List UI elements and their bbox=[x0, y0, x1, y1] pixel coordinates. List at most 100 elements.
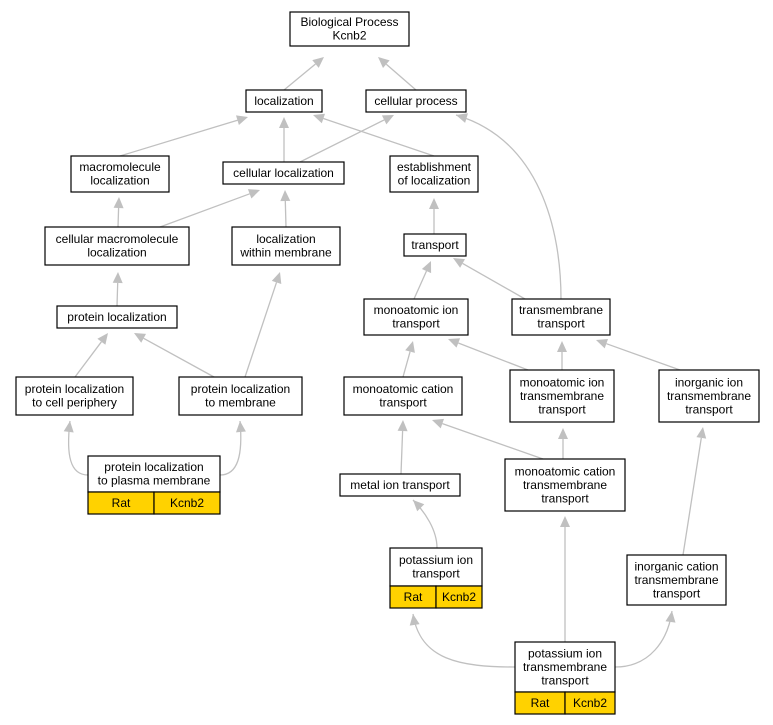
node-label-line: monoatomic ion bbox=[520, 375, 605, 389]
arrowhead bbox=[378, 57, 390, 68]
node-label-line: monoatomic cation bbox=[353, 382, 454, 396]
arrowhead bbox=[596, 339, 608, 349]
node-box bbox=[231, 226, 341, 266]
node-label-line: transport bbox=[537, 317, 585, 331]
edge-inorganic_ion_transmembrane_transport-to-transmembrane_transport bbox=[596, 339, 681, 371]
node-box bbox=[245, 89, 323, 113]
arrowhead bbox=[557, 341, 567, 352]
node-label-line: inorganic cation bbox=[634, 559, 718, 573]
edge-line bbox=[119, 119, 238, 157]
edge-monoatomic_ion_transmembrane_transport-to-transmembrane_transport bbox=[557, 341, 567, 370]
node-box bbox=[70, 155, 170, 193]
arrowhead bbox=[236, 421, 246, 433]
node-cellular-process[interactable]: cellular process bbox=[365, 89, 467, 113]
edge-protein_localization_to_plasma_membrane-to-protein_localization_to_cell_periphery bbox=[63, 420, 89, 476]
node-label-line: inorganic ion bbox=[675, 375, 743, 389]
node-metal-ion-transport[interactable]: metal ion transport bbox=[339, 473, 461, 497]
arrowhead bbox=[97, 333, 108, 345]
node-box bbox=[178, 376, 303, 416]
node-box bbox=[363, 298, 469, 336]
node-label-line: transmembrane bbox=[667, 389, 751, 403]
node-box bbox=[403, 233, 467, 257]
node-label-line: Biological Process bbox=[300, 15, 398, 29]
node-label-line: transmembrane bbox=[520, 389, 604, 403]
node-box bbox=[365, 89, 467, 113]
node-label-line: transmembrane bbox=[519, 303, 603, 317]
arrowhead bbox=[409, 614, 420, 626]
arrowhead bbox=[112, 272, 123, 284]
edge-protein_localization_to_cell_periphery-to-protein_localization bbox=[74, 333, 108, 378]
node-transport[interactable]: transport bbox=[403, 233, 467, 257]
node-label-line: transport bbox=[653, 586, 701, 600]
node-label-line: protein localization bbox=[104, 460, 203, 474]
arrowhead bbox=[696, 427, 707, 439]
edge-monoatomic_cation_transport-to-monoatomic_ion_transport bbox=[402, 341, 415, 378]
node-label-line: localization bbox=[256, 232, 315, 246]
edge-cellular_macromolecule_localization-to-cellular_localization bbox=[159, 189, 260, 228]
node-label-line: localization bbox=[87, 246, 146, 260]
node-label-line: transport bbox=[379, 396, 427, 410]
annotation-species-cell-label: Rat bbox=[112, 496, 131, 510]
edge-line bbox=[159, 193, 250, 228]
edge-protein_localization_to_membrane-to-localization_within_membrane bbox=[244, 272, 282, 378]
edge-inorganic_cation_transmembrane_transport-to-inorganic_ion_transmembrane_transport bbox=[682, 427, 707, 556]
edge-line bbox=[606, 343, 681, 371]
edge-line bbox=[323, 117, 435, 157]
edge-potassium_ion_transmembrane_transport-to-potassium_ion_transport bbox=[409, 613, 516, 668]
edge-line bbox=[385, 63, 417, 91]
node-label-line: transport bbox=[538, 402, 586, 416]
edge-line bbox=[284, 200, 287, 228]
node-label-line: cellular localization bbox=[233, 166, 334, 180]
edge-localization-to-root bbox=[283, 57, 324, 91]
node-label-line: macromolecule bbox=[79, 160, 161, 174]
arrowhead bbox=[405, 341, 415, 353]
edge-line bbox=[299, 119, 385, 163]
node-label-line: protein localization bbox=[25, 382, 124, 396]
arrowhead bbox=[456, 113, 468, 123]
node-label-line: transport bbox=[685, 402, 733, 416]
edge-monoatomic_ion_transmembrane_transport-to-monoatomic_ion_transport bbox=[448, 338, 529, 371]
node-box bbox=[339, 473, 461, 497]
node-cellular-localization[interactable]: cellular localization bbox=[222, 161, 345, 185]
edge-cellular_localization-to-cellular_process bbox=[299, 115, 394, 163]
arrowhead bbox=[558, 428, 568, 439]
node-label-line: protein localization bbox=[191, 382, 290, 396]
node-label-line: transmembrane bbox=[523, 660, 607, 674]
edge-line bbox=[413, 270, 428, 300]
edge-potassium_ion_transport-to-metal_ion_transport bbox=[412, 499, 438, 549]
arrowhead bbox=[432, 418, 444, 429]
node-label-line: within membrane bbox=[239, 246, 332, 260]
arrowhead bbox=[63, 421, 74, 433]
node-label-line: monoatomic cation bbox=[515, 464, 616, 478]
annotation-gene-cell-label: Kcnb2 bbox=[573, 696, 607, 710]
edge-protein_localization_to_plasma_membrane-to-protein_localization_to_membrane bbox=[219, 420, 246, 476]
node-localization[interactable]: localization bbox=[245, 89, 323, 113]
annotation-gene-cell bbox=[153, 491, 221, 515]
arrowhead bbox=[312, 57, 324, 68]
edge-line bbox=[244, 282, 278, 378]
edge-line bbox=[455, 114, 562, 300]
arrowhead bbox=[421, 261, 432, 274]
node-protein-localization[interactable]: protein localization bbox=[56, 305, 178, 329]
node-box bbox=[389, 155, 479, 193]
annotation-species-cell-label: Rat bbox=[404, 590, 423, 604]
edge-line bbox=[143, 337, 215, 378]
